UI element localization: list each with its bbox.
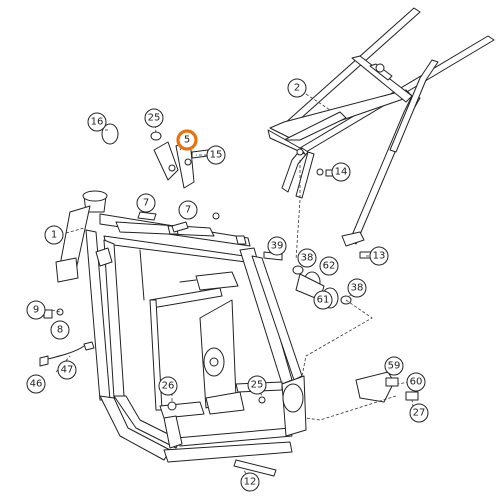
- svg-text:7: 7: [143, 198, 149, 209]
- svg-text:12: 12: [244, 477, 257, 488]
- callout-5-highlighted[interactable]: 5: [176, 129, 198, 151]
- svg-text:9: 9: [33, 305, 39, 316]
- callout-47[interactable]: 47: [57, 360, 77, 380]
- callout-14[interactable]: 14: [331, 162, 351, 182]
- callout-16[interactable]: 16: [87, 112, 107, 132]
- callout-60[interactable]: 60: [406, 372, 426, 392]
- svg-text:25: 25: [251, 380, 264, 391]
- callout-8[interactable]: 8: [50, 320, 70, 340]
- svg-text:26: 26: [162, 381, 175, 392]
- svg-text:25: 25: [148, 113, 161, 124]
- svg-text:1: 1: [51, 230, 57, 241]
- main-frame: [55, 190, 307, 463]
- callout-7-right[interactable]: 7: [178, 200, 198, 220]
- callout-12[interactable]: 12: [240, 472, 260, 492]
- svg-text:61: 61: [317, 295, 330, 306]
- subframe: [267, 7, 495, 247]
- svg-text:60: 60: [410, 377, 423, 388]
- callout-25-top[interactable]: 25: [144, 108, 164, 128]
- callout-38-lower[interactable]: 38: [347, 278, 367, 298]
- callout-7-left[interactable]: 7: [136, 193, 156, 213]
- callout-15[interactable]: 15: [206, 145, 226, 165]
- callout-59[interactable]: 59: [384, 356, 404, 376]
- callout-39[interactable]: 39: [267, 236, 287, 256]
- callouts: 1 2 5 7 7 8 9 12 13 14 15 16 25 25 26 27…: [26, 78, 429, 492]
- svg-text:7: 7: [185, 205, 191, 216]
- svg-text:2: 2: [294, 83, 300, 94]
- callout-26[interactable]: 26: [158, 376, 178, 396]
- svg-text:14: 14: [335, 167, 348, 178]
- callout-9[interactable]: 9: [26, 300, 46, 320]
- callout-62[interactable]: 62: [319, 256, 339, 276]
- callout-13[interactable]: 13: [369, 246, 389, 266]
- callout-46[interactable]: 46: [26, 374, 46, 394]
- callout-27[interactable]: 27: [409, 403, 429, 423]
- callout-61[interactable]: 61: [313, 290, 333, 310]
- svg-text:47: 47: [61, 365, 74, 376]
- callout-1[interactable]: 1: [44, 225, 64, 245]
- svg-text:5: 5: [184, 135, 190, 146]
- svg-text:46: 46: [30, 379, 43, 390]
- svg-text:62: 62: [323, 261, 336, 272]
- svg-text:13: 13: [373, 251, 386, 262]
- svg-text:27: 27: [413, 408, 426, 419]
- svg-text:39: 39: [271, 241, 284, 252]
- svg-text:15: 15: [210, 150, 223, 161]
- svg-text:38: 38: [351, 283, 364, 294]
- svg-text:38: 38: [301, 253, 314, 264]
- callout-2[interactable]: 2: [287, 78, 307, 98]
- svg-text:59: 59: [388, 361, 401, 372]
- callout-38-upper[interactable]: 38: [297, 248, 317, 268]
- svg-text:16: 16: [91, 117, 104, 128]
- svg-text:8: 8: [57, 325, 63, 336]
- callout-25-bottom[interactable]: 25: [247, 375, 267, 395]
